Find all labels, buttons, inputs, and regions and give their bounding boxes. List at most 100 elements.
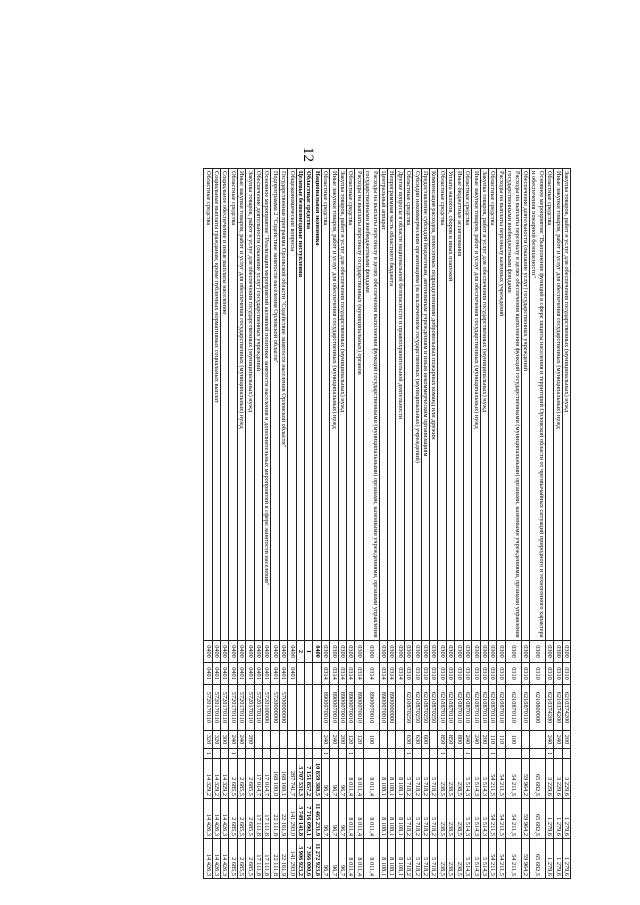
cell-c4: 630 [412, 730, 422, 749]
table-row: Обеспечение деятельности (оказание услуг… [521, 168, 530, 879]
cell-c3: 6210870110 [446, 684, 455, 731]
cell-v1: 3 229,6 [562, 758, 571, 799]
cell-c1: 0300 [429, 640, 438, 663]
cell-c4 [312, 730, 322, 749]
cell-c1: 2 [296, 640, 305, 663]
cell-c4: 200 [480, 730, 489, 749]
cell-c2: 0401 [262, 662, 271, 685]
cell-c1: 0300 [545, 640, 554, 663]
cell-c5 [245, 748, 255, 759]
cell-c2: 0401 [270, 662, 280, 685]
cell-c5 [562, 748, 571, 759]
cell-v1: 8 011,4 [346, 758, 355, 799]
cell-name: Уплата налогов, сборов и иных платежей [446, 168, 455, 641]
cell-c4: 240 [471, 730, 481, 749]
cell-c5 [480, 748, 489, 759]
cell-name: Расходы на выплаты персоналу казенных уч… [496, 168, 506, 641]
cell-v1: 168 100,0 [270, 758, 280, 799]
table-row: Другие вопросы в области национальной бе… [395, 168, 405, 879]
cell-c3: 6210374200 [553, 684, 563, 731]
cell-c3: 6210870110 [454, 684, 464, 731]
cell-c3: 8900070010 [338, 684, 347, 731]
cell-name: Областные средства [438, 168, 447, 641]
cell-c2: 0401 [220, 662, 229, 685]
cell-v1: 7 151 857,2 [304, 758, 313, 799]
cell-c1: 0300 [387, 640, 396, 663]
cell-c4: 110 [496, 730, 506, 749]
cell-name: Социальные выплаты гражданам, кроме публ… [212, 168, 221, 641]
cell-v1: 10 859 388,5 [312, 758, 322, 799]
cell-c4: 800 [454, 730, 464, 749]
table-row: Обеспечение деятельности (оказание услуг… [254, 168, 263, 879]
cell-c1: 0300 [395, 640, 405, 663]
cell-name: Иные закупки товаров, работ и услуг для … [553, 168, 563, 641]
cell-v1: 5 718,2 [412, 758, 422, 799]
cell-c3: 6210374200 [562, 684, 571, 731]
cell-v1: 96,7 [338, 758, 347, 799]
cell-c1: 0300 [521, 640, 530, 663]
cell-c2: 0310 [421, 662, 430, 685]
cell-c1: 0400 [203, 640, 213, 663]
table-row: Субсидии некоммерческим организациям (за… [412, 168, 422, 879]
cell-name: Областные средства [346, 168, 355, 641]
cell-v3: 5 514,3 [471, 838, 481, 879]
cell-name: Общеэкономические вопросы [287, 168, 297, 641]
cell-c4: 110 [488, 730, 497, 749]
cell-v3: 238,5 [446, 838, 455, 879]
cell-v3: 22 161,9 [279, 838, 288, 879]
cell-c4 [254, 730, 263, 749]
table-row: Расходы на выплаты персоналу казенных уч… [496, 168, 506, 879]
cell-c4: 240 [545, 730, 554, 749]
cell-c1: 0300 [346, 640, 355, 663]
cell-v1: 3 707 531,3 [296, 758, 305, 799]
cell-c3 [304, 684, 313, 731]
cell-name: Иные закупки товаров, работ и услуг для … [237, 168, 246, 641]
cell-v1: 54 211,5 [488, 758, 497, 799]
cell-v2: 8 011,4 [346, 798, 355, 839]
cell-c5 [329, 748, 339, 759]
cell-c4 [296, 730, 305, 749]
cell-v2: 1 279,6 [553, 798, 563, 839]
cell-c2: 0310 [545, 662, 554, 685]
cell-c3 [287, 684, 297, 731]
cell-name: Обеспечение деятельности (оказание услуг… [254, 168, 263, 641]
cell-name: Основное мероприятие "Реализация меропри… [262, 168, 271, 641]
cell-c5 [471, 748, 481, 759]
table-row: Закупка товаров, работ и услуг для обесп… [245, 168, 255, 879]
cell-c5 [262, 748, 271, 759]
cell-c1: 0400 [212, 640, 221, 663]
cell-c4: 100 [363, 730, 380, 749]
cell-c1: 0300 [471, 640, 481, 663]
cell-v2: 54 211,5 [496, 798, 506, 839]
cell-name: Непрограммная часть областного бюджета [387, 168, 396, 641]
cell-v2: 22 111,8 [270, 798, 280, 839]
cell-v2: 2 685,5 [228, 798, 238, 839]
cell-c4 [429, 730, 438, 749]
cell-c3 [312, 684, 322, 731]
cell-c5 [220, 748, 229, 759]
cell-c2: 0310 [454, 662, 464, 685]
cell-name: Субсидии некоммерческим организациям (за… [412, 168, 422, 641]
cell-c2: 0401 [228, 662, 238, 685]
cell-v3: 14 426,3 [203, 838, 213, 879]
cell-v2: 2 685,5 [245, 798, 255, 839]
cell-c3 [296, 684, 305, 731]
cell-c1: 0400 [270, 640, 280, 663]
cell-v1: 287 741,7 [287, 758, 297, 799]
cell-c1: 0300 [463, 640, 472, 663]
cell-c5 [312, 748, 322, 759]
cell-c1: 0400 [220, 640, 229, 663]
cell-v2: 54 211,5 [505, 798, 522, 839]
cell-v2: 8 108,1 [395, 798, 405, 839]
cell-c2: 0310 [429, 662, 438, 685]
cell-v2: 65 682,5 [529, 798, 546, 839]
cell-c3: 5720170110 [212, 684, 221, 731]
